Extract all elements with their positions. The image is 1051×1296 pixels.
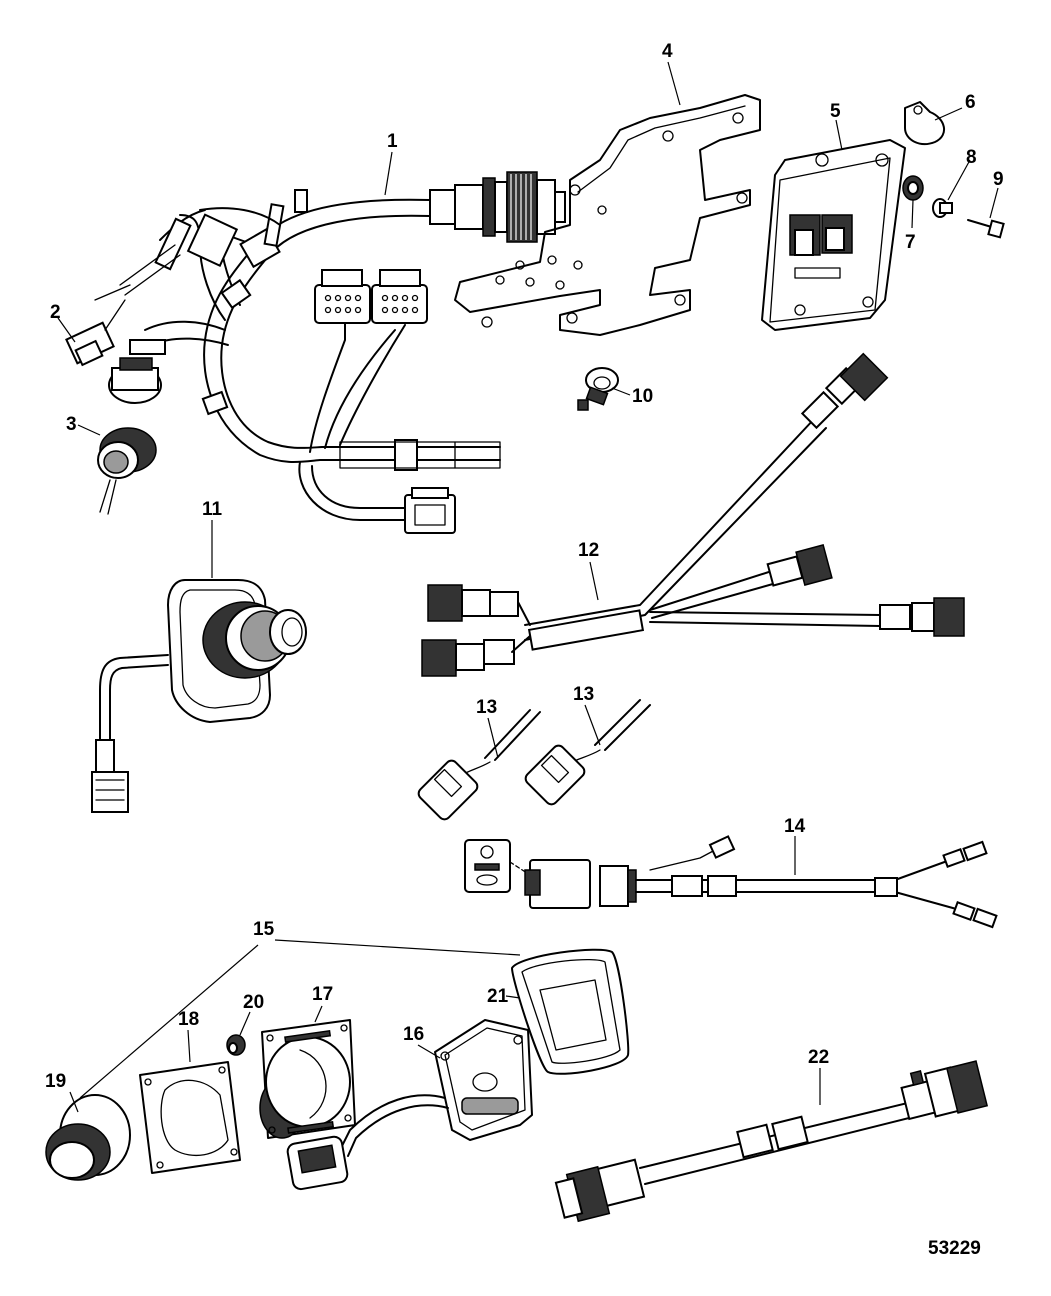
- part-10-clamp: [577, 367, 619, 411]
- part-17-mount-plate: [259, 1019, 356, 1139]
- callout-8: 8: [966, 147, 977, 168]
- part-19-nut: [45, 1094, 131, 1181]
- callout-5: 5: [830, 101, 841, 122]
- callout-2: 2: [50, 302, 61, 323]
- part-5-control-module: [761, 139, 906, 331]
- part-22-extension-harness: [554, 1060, 989, 1223]
- part-20-small-nut: [226, 1034, 246, 1056]
- part-1-main-harness: [94, 171, 566, 534]
- callout-12: 12: [578, 540, 599, 561]
- part-2-connector: [65, 299, 126, 367]
- part-3-round-connector: [97, 339, 166, 515]
- callout-16: 16: [403, 1024, 424, 1045]
- callout-9: 9: [993, 169, 1004, 190]
- part-12-y-harness: [421, 352, 965, 677]
- part-13-pigtail-a: [417, 709, 541, 821]
- callout-20: 20: [243, 992, 264, 1013]
- callout-17: 17: [312, 984, 333, 1005]
- leader-lines: [57, 61, 999, 1113]
- part-13-pigtail-b: [524, 699, 651, 806]
- figure-id: 53229: [928, 1238, 981, 1259]
- part-4-bracket: [454, 94, 761, 336]
- callout-19: 19: [45, 1071, 66, 1092]
- callout-22: 22: [808, 1047, 829, 1068]
- part-6-clip: [904, 101, 945, 146]
- callout-14: 14: [784, 816, 806, 837]
- callout-13a: 13: [476, 697, 497, 718]
- callout-10: 10: [632, 386, 653, 407]
- callout-18: 18: [178, 1009, 199, 1030]
- callout-7: 7: [905, 232, 916, 253]
- part-18-gasket: [139, 1061, 241, 1174]
- part-21-cover: [511, 948, 630, 1075]
- part-7-grommet: [902, 175, 924, 201]
- callout-11: 11: [202, 499, 223, 520]
- part-11-key-switch: [91, 579, 307, 813]
- part-14-lanyard-harness: [464, 835, 998, 929]
- callout-15: 15: [253, 919, 275, 940]
- callout-1: 1: [387, 131, 398, 152]
- part-9-screw: [967, 219, 1005, 239]
- part-16-control-panel: [286, 1019, 533, 1191]
- part-15-group-leaders: [79, 939, 521, 1099]
- callout-13b: 13: [573, 684, 594, 705]
- callout-6: 6: [965, 92, 976, 113]
- callout-3: 3: [66, 414, 77, 435]
- part-8-washer: [932, 198, 953, 218]
- callout-labels: 1 2 3 4 5 6 7 8 9 10 11 12 13 13 14 15 1…: [45, 41, 1004, 1259]
- callout-21: 21: [487, 986, 509, 1007]
- callout-4: 4: [662, 41, 673, 62]
